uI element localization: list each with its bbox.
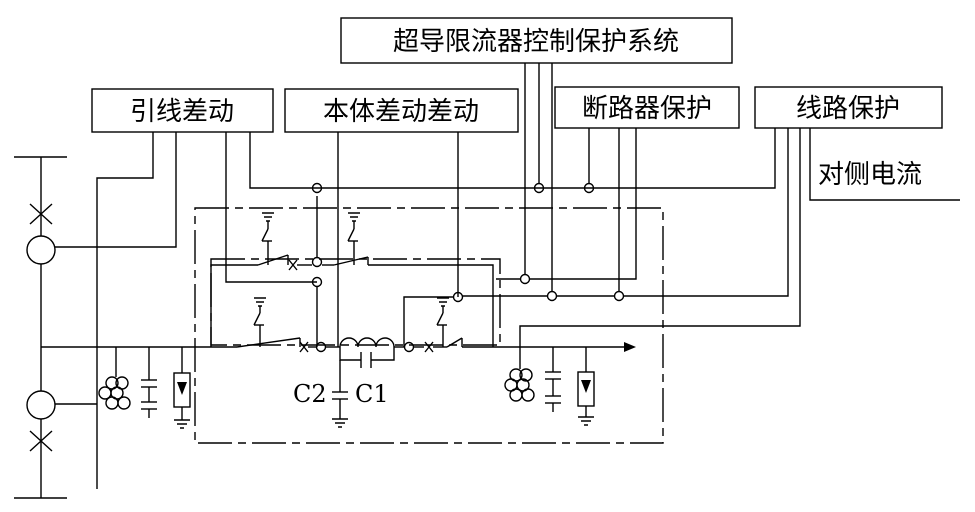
breaker-box: 断路器保护	[554, 86, 740, 129]
body-diff-label: 本体差动差动	[323, 97, 479, 127]
ct-node-icon	[311, 256, 323, 268]
c1-label: C1	[355, 380, 389, 408]
ground-icon	[437, 297, 449, 307]
ct-node-icon	[452, 291, 464, 303]
left-surge-arrester	[173, 347, 191, 429]
lead-diff-wiring	[55, 132, 177, 489]
current-transformer-icon	[26, 235, 56, 265]
opposite-current-box: 对侧电流	[809, 128, 960, 201]
breaker-cross-icon	[29, 203, 53, 225]
system-wiring	[249, 63, 801, 347]
ground-icon	[578, 416, 594, 426]
ct-node-icon	[403, 341, 415, 353]
reactor-coil-icon	[339, 337, 395, 348]
body-diff-box: 本体差动差动	[284, 88, 519, 133]
system-box: 超导限流器控制保护系统	[340, 17, 733, 64]
arrow-down-icon	[581, 380, 591, 393]
ground-icon	[174, 419, 190, 429]
ground-icon	[348, 212, 360, 222]
ground-icon	[262, 212, 274, 222]
arrow-right-icon	[624, 342, 636, 352]
ground-icon	[332, 418, 348, 428]
ct-node-icon	[311, 182, 323, 194]
left-shunt-capacitor	[141, 347, 157, 418]
current-transformer-icon	[26, 390, 56, 420]
body-diff-wiring	[225, 132, 464, 347]
vt-winding-icon	[521, 388, 535, 402]
grounding-switch-left	[253, 297, 266, 347]
grounding-switch-right	[436, 297, 449, 347]
lead-diff-label: 引线差动	[130, 97, 234, 127]
vt-winding-icon	[105, 396, 119, 410]
breaker-label: 断路器保护	[582, 94, 712, 124]
right-surge-arrester	[577, 347, 595, 426]
ct-node-icon	[613, 290, 625, 302]
ct-node-icon	[519, 273, 531, 285]
breaker-cross-icon	[29, 430, 53, 452]
ct-node-icon	[315, 341, 327, 353]
opposite-current-label: 对侧电流	[818, 160, 922, 190]
ct-node-icon	[546, 290, 558, 302]
bypass-branch	[210, 212, 494, 347]
capacitor-branch: C2 C1	[293, 347, 395, 428]
left-busbar	[14, 156, 67, 499]
vt-winding-icon	[519, 368, 533, 382]
ground-icon	[254, 297, 266, 307]
vt-winding-icon	[117, 396, 131, 410]
system-label: 超导限流器控制保护系统	[393, 27, 679, 57]
line-protection-box: 线路保护	[754, 86, 943, 129]
arrow-down-icon	[177, 382, 187, 395]
lead-diff-box: 引线差动	[91, 88, 274, 133]
line-protection-label: 线路保护	[796, 94, 900, 124]
left-voltage-transformer	[98, 347, 131, 410]
right-shunt-capacitor	[545, 347, 561, 412]
c2-label: C2	[293, 380, 327, 408]
right-voltage-transformer	[504, 347, 535, 402]
vt-winding-icon	[509, 388, 523, 402]
